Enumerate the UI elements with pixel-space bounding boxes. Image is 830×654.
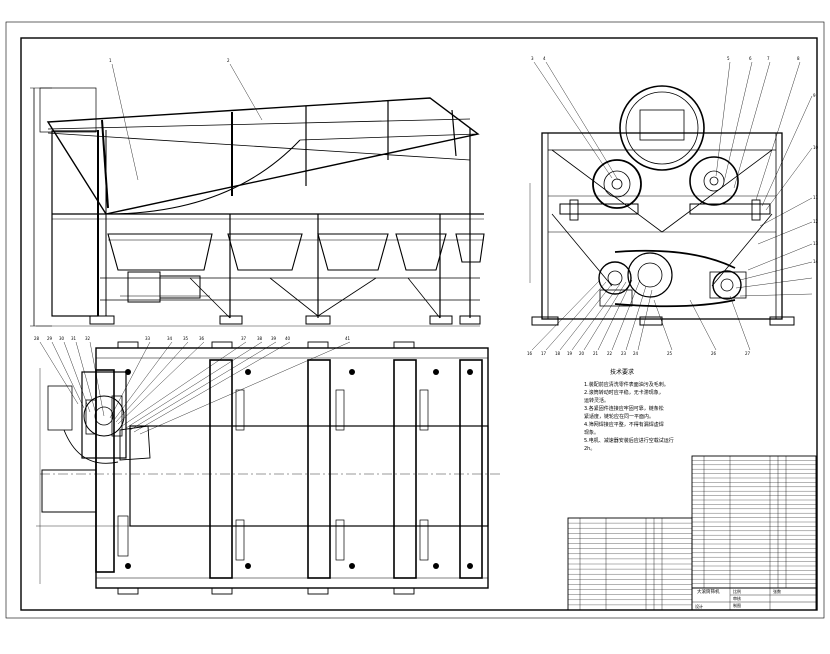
svg-text:7: 7: [767, 56, 770, 61]
svg-text:21: 21: [593, 351, 599, 356]
svg-text:23: 23: [621, 351, 627, 356]
svg-text:30: 30: [59, 336, 65, 341]
svg-text:34: 34: [167, 336, 173, 341]
tech-req-line: 4.筛网焊接应平整，不得有漏焊虚焊: [584, 421, 664, 428]
side-elevation-view: [529, 85, 795, 326]
svg-text:36: 36: [199, 336, 205, 341]
svg-text:22: 22: [607, 351, 613, 356]
plan-view: [36, 341, 500, 595]
svg-text:9: 9: [813, 93, 816, 98]
callout-label: 1: [109, 58, 112, 63]
tech-req-line: 2h。: [584, 446, 595, 452]
svg-text:20: 20: [579, 351, 585, 356]
svg-text:27: 27: [745, 351, 751, 356]
svg-text:32: 32: [85, 336, 91, 341]
drawing-title: 大滚筒筛机: [697, 588, 720, 595]
title-block-sheet-label: 张数: [773, 588, 781, 594]
svg-text:8: 8: [797, 56, 800, 61]
front-elevation-view: [30, 87, 485, 327]
tech-req-line: 紧适度，链轮应在同一平面内。: [584, 413, 654, 420]
svg-text:31: 31: [71, 336, 77, 341]
svg-text:26: 26: [711, 351, 717, 356]
svg-text:33: 33: [145, 336, 151, 341]
sheet-inner-border: [20, 37, 818, 611]
tech-req-line: 2.滚筒转动时应平稳，无卡滞现象，: [584, 389, 664, 396]
svg-text:41: 41: [345, 336, 351, 341]
svg-text:40: 40: [285, 336, 291, 341]
callout-label: 2: [227, 58, 230, 63]
sheet-outer-border: [5, 21, 825, 619]
svg-text:17: 17: [541, 351, 547, 356]
title-block-scale-label: 比例: [733, 588, 741, 594]
title-block-design-label: 设计: [695, 603, 703, 609]
svg-text:5: 5: [727, 56, 730, 61]
svg-text:39: 39: [271, 336, 277, 341]
svg-text:18: 18: [555, 351, 561, 356]
svg-text:14: 14: [813, 259, 819, 264]
svg-text:29: 29: [47, 336, 53, 341]
svg-text:35: 35: [183, 336, 189, 341]
side-view-bottom-labels: 16 17 18 19 20 21 22 23 24 25 26 27: [527, 351, 751, 356]
svg-text:25: 25: [667, 351, 673, 356]
svg-text:13: 13: [813, 241, 819, 246]
tech-req-line: 5.电机、减速器安装后应进行空载试运行: [584, 437, 674, 444]
plan-view-labels: 28 29 30 31 32 33 34 35 36 37 38 39 40 4…: [34, 336, 351, 341]
front-view-callouts: [111, 63, 263, 181]
tech-req-line: 1.装配前应清洗零件表面油污及毛刺。: [584, 381, 669, 388]
svg-text:3: 3: [531, 56, 534, 61]
title-block: [691, 587, 817, 611]
title-block-check-label: 审核: [733, 595, 741, 601]
bom-rows: [568, 460, 816, 606]
svg-text:38: 38: [257, 336, 263, 341]
technical-requirements: 技术要求 1.装配前应清洗零件表面油污及毛刺。 2.滚筒转动时应平稳，无卡滞现象…: [584, 368, 674, 452]
side-view-top-labels: 3 4 5 6 7 8 9 10 11 12 13 14: [531, 56, 819, 264]
tech-req-line: 3.各紧固件连接应牢固可靠，链条松: [584, 405, 664, 412]
title-block-drawn-label: 制图: [733, 602, 741, 608]
side-view-callouts: [531, 61, 813, 351]
svg-text:24: 24: [633, 351, 639, 356]
svg-text:28: 28: [34, 336, 40, 341]
svg-text:11: 11: [813, 195, 819, 200]
tech-req-line: 运转灵活。: [584, 397, 609, 404]
svg-text:12: 12: [813, 219, 819, 224]
plan-view-callouts: [39, 341, 351, 435]
tech-req-heading: 技术要求: [610, 368, 634, 376]
svg-text:37: 37: [241, 336, 247, 341]
svg-text:16: 16: [527, 351, 533, 356]
svg-text:6: 6: [749, 56, 752, 61]
svg-text:4: 4: [543, 56, 546, 61]
tech-req-line: 现象。: [584, 429, 599, 436]
svg-text:19: 19: [567, 351, 573, 356]
svg-text:10: 10: [813, 145, 819, 150]
